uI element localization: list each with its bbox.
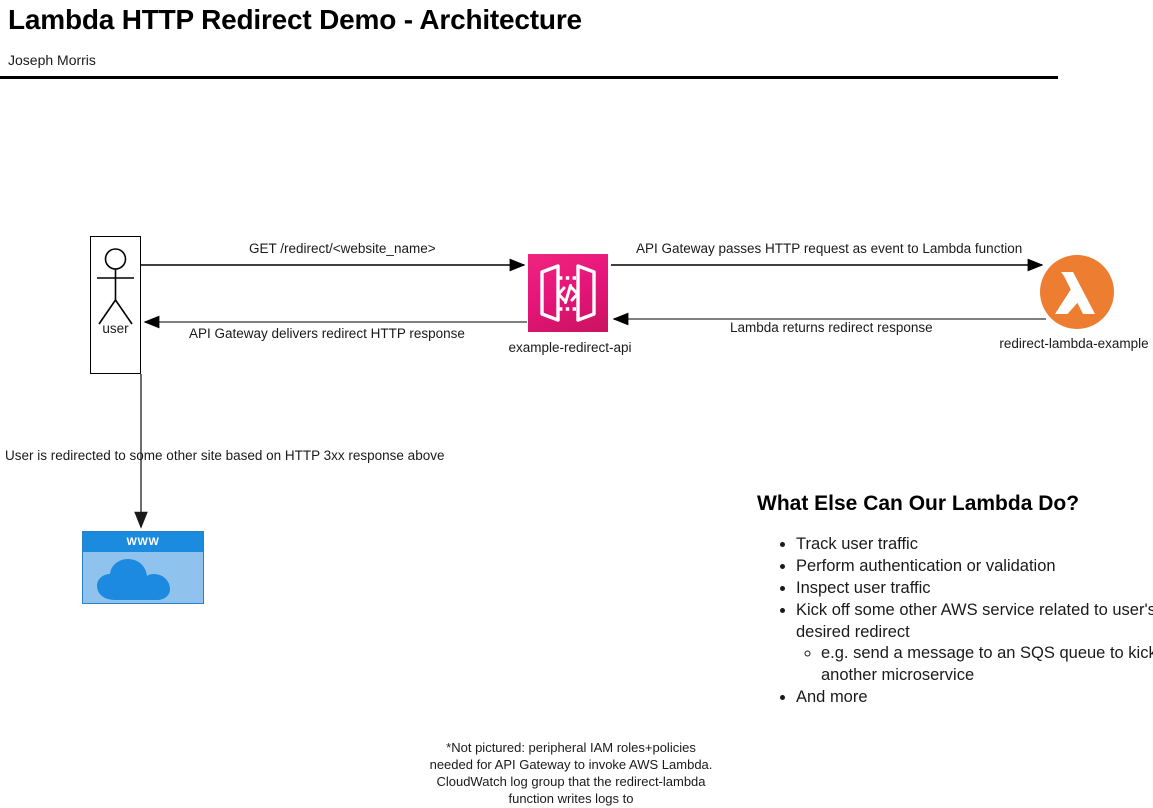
edge-label-user-to-website: User is redirected to some other site ba… xyxy=(5,448,445,463)
footnote-line-2: needed for API Gateway to invoke AWS Lam… xyxy=(429,757,713,772)
edge-label-lambda-to-api: Lambda returns redirect response xyxy=(730,320,933,335)
list-item: Perform authentication or validation xyxy=(796,556,1153,578)
www-cloud-browser-icon[interactable]: WWW xyxy=(82,531,204,604)
edge-label-api-to-lambda: API Gateway passes HTTP request as event… xyxy=(636,241,1023,256)
footnote-line-3: CloudWatch log group that the redirect-l… xyxy=(436,774,706,789)
header-divider xyxy=(0,76,1058,79)
sub-list-item: e.g. send a message to an SQS queue to k… xyxy=(821,643,1153,686)
user-actor-label: user xyxy=(102,321,129,336)
footnote: *Not pictured: peripheral IAM roles+poli… xyxy=(381,739,761,807)
list-item: Inspect user traffic xyxy=(796,578,1153,600)
footnote-line-1: *Not pictured: peripheral IAM roles+poli… xyxy=(446,740,696,755)
list-item: Kick off some other AWS service related … xyxy=(796,600,1153,686)
lambda-label: redirect-lambda-example xyxy=(999,336,1149,351)
list-item-text: Kick off some other AWS service related … xyxy=(796,601,1153,641)
user-actor-box xyxy=(90,236,141,374)
footnote-line-4: function writes logs to xyxy=(508,791,634,806)
aws-api-gateway-icon[interactable] xyxy=(528,254,608,332)
api-gateway-label: example-redirect-api xyxy=(508,340,632,355)
what-else-heading: What Else Can Our Lambda Do? xyxy=(757,492,1080,515)
cloud-icon xyxy=(97,559,170,600)
www-title-bar: WWW xyxy=(83,532,203,552)
edge-label-user-to-api: GET /redirect/<website_name> xyxy=(249,241,436,256)
author-name: Joseph Morris xyxy=(8,52,96,68)
aws-lambda-icon[interactable] xyxy=(1040,255,1114,329)
page-title: Lambda HTTP Redirect Demo - Architecture xyxy=(8,4,582,35)
what-else-list: Track user traffic Perform authenticatio… xyxy=(770,534,1153,709)
list-item: Track user traffic xyxy=(796,534,1153,556)
list-item: And more xyxy=(796,687,1153,709)
edge-label-api-to-user: API Gateway delivers redirect HTTP respo… xyxy=(189,326,465,341)
stick-figure-actor-icon xyxy=(97,248,134,325)
what-else-sublist: e.g. send a message to an SQS queue to k… xyxy=(796,643,1153,686)
